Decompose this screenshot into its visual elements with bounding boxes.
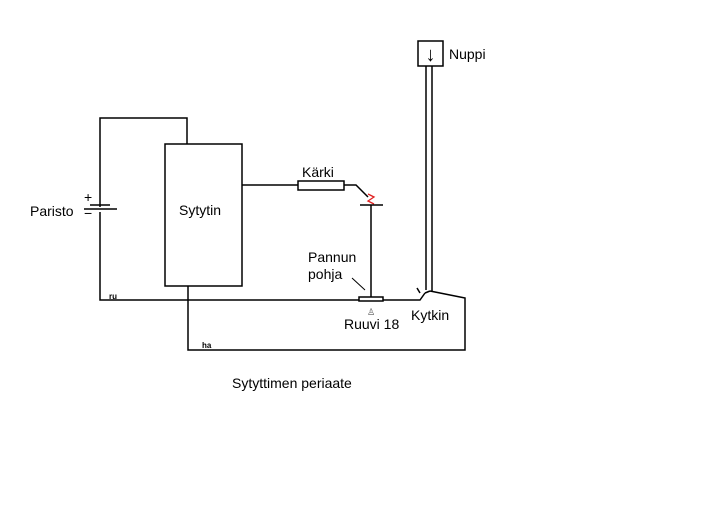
knob-box	[417, 40, 444, 67]
screw-label: Ruuvi 18	[344, 316, 399, 332]
diagram-title: Sytyttimen periaate	[232, 375, 352, 391]
red-wire	[99, 212, 426, 301]
igniter-label: Sytytin	[179, 202, 221, 218]
red-wire-label: ru	[109, 292, 117, 301]
screw-icon: ♙	[367, 308, 375, 318]
battery-positive-wire	[99, 117, 188, 207]
pan-bottom-label-2: pohja	[308, 266, 342, 282]
spark-icon	[366, 193, 376, 205]
battery-minus-sign: −	[84, 205, 92, 221]
knob-arrow-icon: ↓	[426, 44, 436, 66]
pan-bottom-pointer	[351, 277, 366, 291]
tip-resistor	[297, 180, 345, 191]
switch-label: Kytkin	[411, 307, 449, 323]
brown-wire-label: ha	[202, 341, 212, 350]
tip-lead	[344, 184, 369, 198]
battery-plus-sign: +	[84, 189, 92, 205]
battery-label: Paristo	[30, 203, 74, 219]
igniter-box	[164, 143, 243, 287]
pan-bottom-label-1: Pannun	[308, 249, 356, 265]
switch-contact	[416, 287, 431, 294]
knob-label: Nuppi	[449, 46, 486, 62]
tip-label: Kärki	[302, 164, 334, 180]
brown-wire	[187, 286, 466, 351]
pan-bottom-plate	[358, 296, 384, 302]
